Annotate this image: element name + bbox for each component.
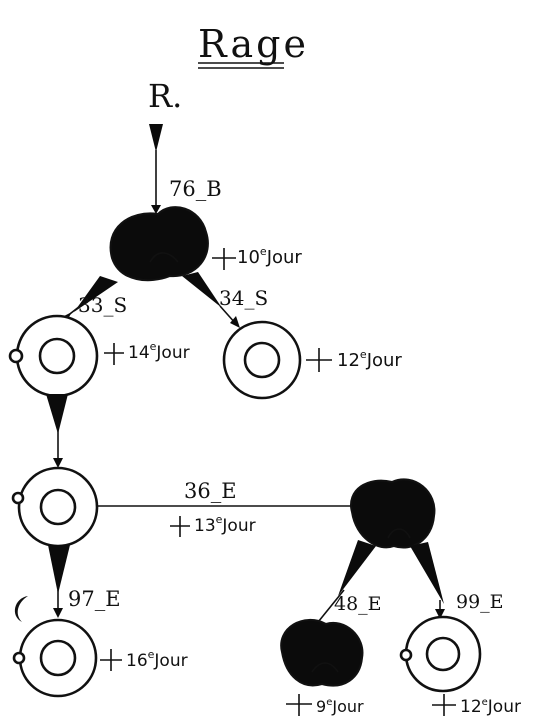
svg-text:14eJour: 14eJour <box>128 340 190 363</box>
wedge-36-left <box>338 540 376 596</box>
arrowhead-into-97 <box>53 608 63 618</box>
node-97-code: 97_E <box>68 587 121 611</box>
svg-text:9eJour: 9eJour <box>316 697 364 716</box>
node-mid-ring <box>13 468 97 546</box>
cross-icon <box>286 694 312 716</box>
node-34-day: 12eJour <box>306 348 402 372</box>
top-node-day: 10eJour <box>212 245 302 270</box>
node-33-code: 33_S <box>78 293 127 317</box>
node-48-day: 9eJour <box>286 694 364 716</box>
cross-icon <box>104 343 124 365</box>
node-99-code: 99_E <box>456 591 504 613</box>
wedge-33-to-mid <box>46 394 68 434</box>
svg-text:13eJour: 13eJour <box>194 513 256 536</box>
node-34-code: 34_S <box>219 286 268 310</box>
top-node-code: 76_B <box>169 177 222 201</box>
crescent-moon-icon <box>15 596 28 622</box>
wedge-right <box>182 272 222 308</box>
node-99-ring <box>401 617 480 691</box>
node-36-blob <box>351 479 434 547</box>
node-36-day: 13eJour <box>170 513 256 537</box>
wedge-36-right <box>410 542 444 604</box>
arrowhead-into-mid <box>53 458 63 468</box>
cross-icon <box>432 694 456 716</box>
node-48-blob <box>281 620 362 686</box>
node-97-ring <box>14 620 96 696</box>
node-97-day: 16eJour <box>100 648 188 671</box>
source-label: R. <box>148 77 182 115</box>
svg-text:16eJour: 16eJour <box>126 648 188 671</box>
node-33-day: 14eJour <box>104 340 190 365</box>
node-33-ring <box>10 316 97 396</box>
cross-icon <box>100 649 122 671</box>
cross-icon <box>306 348 332 372</box>
page-title: Rage <box>198 22 309 66</box>
cross-icon <box>170 516 190 537</box>
top-blob <box>111 207 208 280</box>
wedge-mid-to-97 <box>48 545 70 594</box>
svg-text:12eJour: 12eJour <box>337 348 402 371</box>
arrow-head-top <box>149 124 163 152</box>
svg-text:10eJour: 10eJour <box>237 245 302 268</box>
node-34-ring <box>224 322 300 398</box>
cross-icon <box>212 248 236 270</box>
svg-text:12eJour: 12eJour <box>460 697 521 717</box>
node-36-code: 36_E <box>184 479 237 503</box>
node-99-day: 12eJour <box>432 694 521 717</box>
node-48-code: 48_E <box>334 593 382 615</box>
